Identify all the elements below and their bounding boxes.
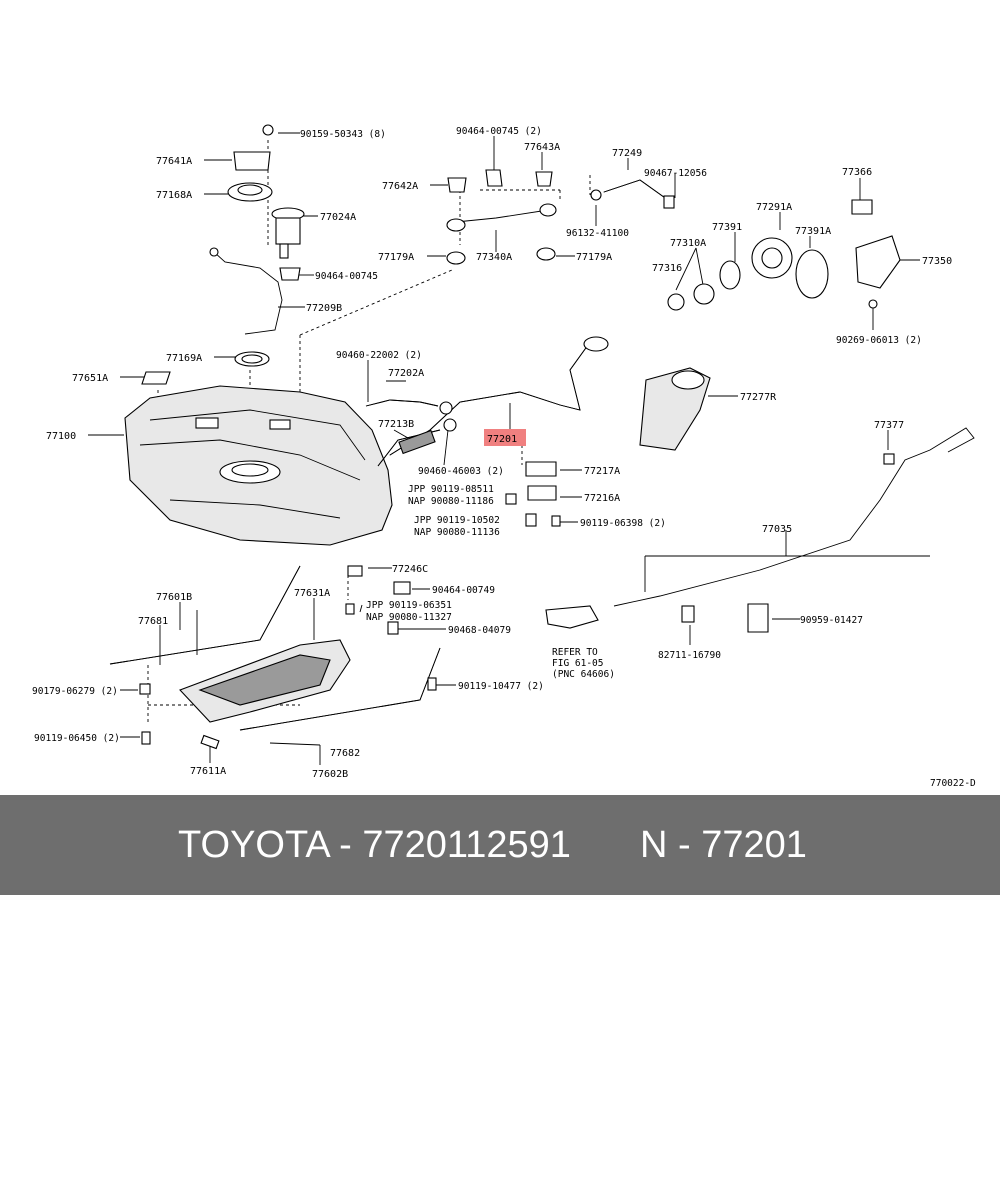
label-77209b: 77209B (306, 303, 342, 314)
label-77202a: 77202A (388, 368, 424, 379)
label-90179-06279: 90179-06279 (2) (32, 686, 118, 697)
label-90119-06450: 90119-06450 (2) (34, 733, 120, 744)
label-77213b: 77213B (378, 419, 414, 430)
label-77651a: 77651A (72, 373, 108, 384)
label-77100: 77100 (46, 431, 76, 442)
label-77391: 77391 (712, 222, 742, 233)
label-90464-00749: 90464-00749 (432, 585, 495, 596)
label-96132-41100: 96132-41100 (566, 228, 629, 239)
label-77216a: 77216A (584, 493, 620, 504)
label-90119-06398: 90119-06398 (2) (580, 518, 666, 529)
label-77631a: 77631A (294, 588, 330, 599)
label-82711-16790: 82711-16790 (658, 650, 721, 661)
label-77316: 77316 (652, 263, 682, 274)
label-77377: 77377 (874, 420, 904, 431)
label-77642a: 77642A (382, 181, 418, 192)
label-77366: 77366 (842, 167, 872, 178)
label-77602b: 77602B (312, 769, 348, 780)
label-90159-50343: 90159-50343 (8) (300, 129, 386, 140)
label-77291a: 77291A (756, 202, 792, 213)
label-77391a: 77391A (795, 226, 831, 237)
label-77611a: 77611A (190, 766, 226, 777)
label-77682: 77682 (330, 748, 360, 759)
label-77168a: 77168A (156, 190, 192, 201)
label-77201: 77201 (487, 434, 517, 445)
label-nap-90080-11327: NAP 90080-11327 (366, 612, 452, 623)
highlight-77201 (484, 429, 526, 446)
label-jpp-90119-10502: JPP 90119-10502 (414, 515, 500, 526)
label-77277r: 77277R (740, 392, 777, 403)
label-77601b: 77601B (156, 592, 192, 603)
label-90460-46003: 90460-46003 (2) (418, 466, 504, 477)
label-90464-00745-top: 90464-00745 (2) (456, 126, 542, 137)
label-77643a: 77643A (524, 142, 560, 153)
label-77249: 77249 (612, 148, 642, 159)
label-nap-90080-11136: NAP 90080-11136 (414, 527, 500, 538)
label-77217a: 77217A (584, 466, 620, 477)
label-77169a: 77169A (166, 353, 202, 364)
label-pnc-64606: (PNC 64606) (552, 669, 615, 680)
part-drawings (109, 124, 975, 750)
label-77350: 77350 (922, 256, 952, 267)
label-jpp-90119-06351: JPP 90119-06351 (366, 600, 452, 611)
label-77179a-right: 77179A (576, 252, 612, 263)
label-77035: 77035 (762, 524, 792, 535)
label-90467-12056: 90467-12056 (644, 168, 707, 179)
label-90119-10477: 90119-10477 (2) (458, 681, 544, 692)
label-77024a: 77024A (320, 212, 356, 223)
label-77246c: 77246C (392, 564, 428, 575)
part-labels: 90159-50343 (8) 77641A 77168A 77024A 904… (32, 126, 976, 789)
parts-diagram: 90159-50343 (8) 77641A 77168A 77024A 904… (32, 124, 976, 789)
label-nap-90080-11186: NAP 90080-11186 (408, 496, 494, 507)
label-90468-04079: 90468-04079 (448, 625, 511, 636)
label-77681: 77681 (138, 616, 168, 627)
part-number-title: TOYOTA - 7720112591 (178, 824, 571, 866)
label-77641a: 77641A (156, 156, 192, 167)
label-fig-61-05: FIG 61-05 (552, 658, 603, 669)
label-90959-01427: 90959-01427 (800, 615, 863, 626)
label-77179a-left: 77179A (378, 252, 414, 263)
label-90269-06013: 90269-06013 (2) (836, 335, 922, 346)
label-diagram-code: 770022-D (930, 778, 976, 789)
label-77310a: 77310A (670, 238, 706, 249)
label-90464-00745-left: 90464-00745 (315, 271, 378, 282)
label-jpp-90119-08511: JPP 90119-08511 (408, 484, 494, 495)
part-number-banner: TOYOTA - 7720112591 N - 77201 (0, 795, 1000, 895)
pnc-number: N - 77201 (640, 824, 807, 866)
leader-lines (88, 132, 930, 765)
label-90460-22002: 90460-22002 (2) (336, 350, 422, 361)
label-refer-to: REFER TO (552, 647, 598, 658)
label-77340a: 77340A (476, 252, 512, 263)
